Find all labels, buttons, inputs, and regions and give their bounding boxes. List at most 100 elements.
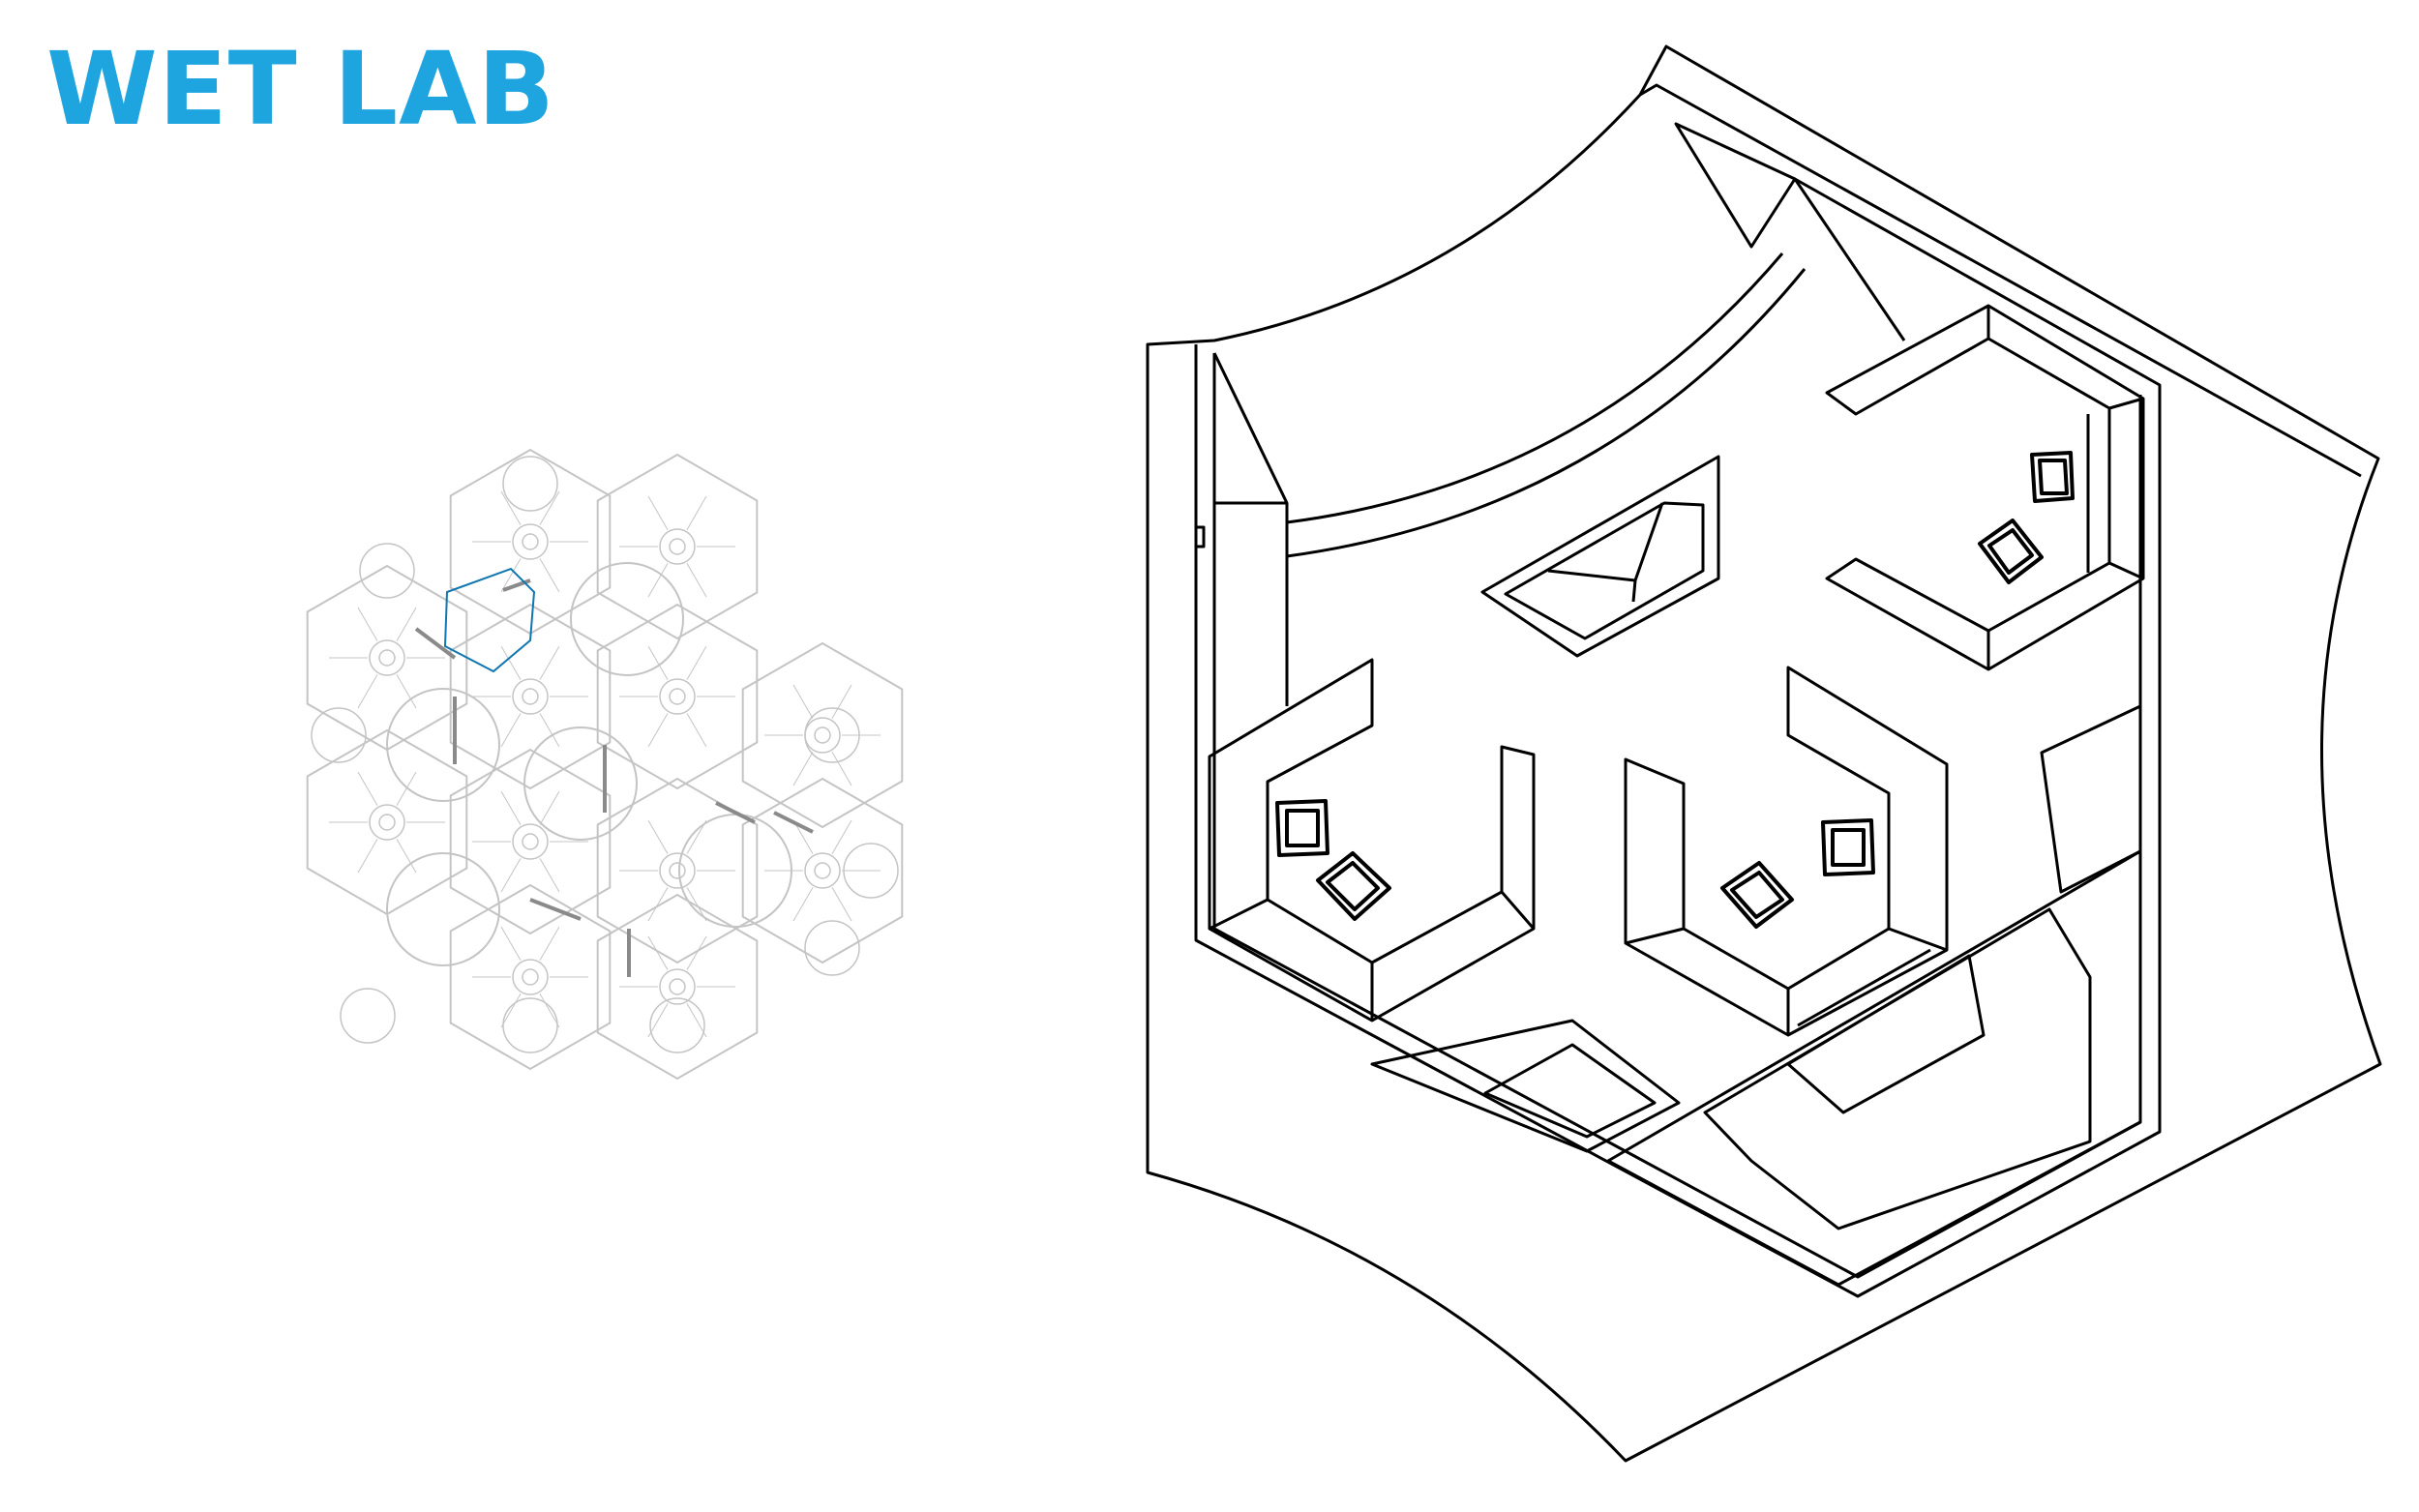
key-plan-spoke bbox=[500, 713, 522, 748]
key-plan-module-center bbox=[804, 852, 841, 889]
key-plan-wall bbox=[414, 627, 457, 660]
key-plan-modules bbox=[306, 448, 904, 1081]
key-plan-spoke bbox=[647, 645, 669, 680]
key-plan-spoke bbox=[831, 684, 852, 719]
key-plan-spoke bbox=[647, 819, 669, 854]
key-plan-spoke bbox=[792, 684, 814, 719]
key-plan-spoke bbox=[647, 887, 669, 922]
chair-5[interactable] bbox=[1720, 861, 1794, 929]
key-plan-spoke bbox=[539, 993, 560, 1028]
key-plan-lobe bbox=[502, 997, 558, 1053]
key-plan-spoke bbox=[686, 495, 707, 530]
key-plan-module bbox=[596, 603, 759, 790]
key-plan-spoke bbox=[686, 935, 707, 970]
chair-1[interactable] bbox=[2030, 451, 2075, 503]
key-plan-spoke bbox=[500, 790, 522, 825]
key-plan-spoke bbox=[357, 674, 378, 709]
key-plan-spoke bbox=[686, 819, 707, 854]
outer-shell bbox=[1146, 44, 2382, 1463]
inner-wall-inner-line bbox=[1212, 353, 2142, 1279]
key-plan-courtyard bbox=[386, 688, 500, 802]
key-plan-wall bbox=[502, 578, 531, 592]
key-plan-spoke bbox=[357, 771, 378, 806]
key-plan-module bbox=[449, 748, 612, 935]
key-plan-spoke bbox=[647, 563, 669, 598]
key-plan-spoke bbox=[396, 674, 417, 709]
outer-shell-inner-rim bbox=[1639, 83, 2362, 478]
key-plan-module bbox=[449, 603, 612, 790]
key-plan-spoke bbox=[396, 839, 417, 874]
back-curved-wall-outer bbox=[1286, 252, 1784, 524]
key-plan-module-core bbox=[522, 968, 539, 986]
key-plan-module-center bbox=[659, 678, 696, 715]
key-plan-spoke bbox=[500, 558, 522, 593]
key-plan-spoke bbox=[396, 607, 417, 641]
key-plan-module-core bbox=[814, 726, 831, 744]
key-plan-lobe bbox=[804, 707, 860, 763]
key-plan-spoke bbox=[500, 858, 522, 893]
key-plan-wall bbox=[529, 898, 582, 921]
key-plan-module-core bbox=[522, 688, 539, 705]
key-plan-spoke bbox=[686, 645, 707, 680]
key-plan-spoke bbox=[539, 790, 560, 825]
key-plan-spoke bbox=[647, 935, 669, 970]
key-plan-spoke bbox=[831, 819, 852, 854]
key-plan-module-core bbox=[669, 978, 686, 995]
key-plan-module-core bbox=[669, 862, 686, 879]
key-plan-spoke bbox=[647, 495, 669, 530]
key-plan-module-center bbox=[369, 639, 405, 676]
key-plan-spoke bbox=[539, 490, 560, 525]
chair-4[interactable] bbox=[1316, 851, 1391, 921]
central-island bbox=[1480, 455, 1720, 658]
key-plan-spoke bbox=[500, 645, 522, 680]
wet-lab-floor-plan bbox=[1146, 44, 2382, 1463]
key-plan-module-core bbox=[814, 862, 831, 879]
key-plan-spoke bbox=[357, 839, 378, 874]
inner-wall-outer-line bbox=[1194, 177, 2162, 1298]
bottom-counter bbox=[1606, 849, 2142, 1287]
chair-6[interactable] bbox=[1821, 818, 1875, 876]
key-plan-module-center bbox=[659, 528, 696, 565]
key-plan-spoke bbox=[539, 713, 560, 748]
key-plan-wall bbox=[773, 811, 814, 834]
key-plan-courtyard bbox=[523, 726, 638, 841]
key-plan-module-core bbox=[378, 649, 396, 667]
key-plan-spoke bbox=[792, 752, 814, 786]
key-plan-spoke bbox=[500, 993, 522, 1028]
key-plan-lobe bbox=[804, 920, 860, 976]
chairs bbox=[1275, 451, 2075, 929]
bottom-left-cabinet bbox=[1370, 1019, 1681, 1153]
key-plan-module-center bbox=[659, 852, 696, 889]
key-plan-module-core bbox=[522, 833, 539, 850]
wet-lab-highlight[interactable] bbox=[443, 567, 536, 673]
key-plan-wall bbox=[715, 801, 756, 824]
key-plan-module bbox=[449, 883, 612, 1071]
key-plan-spoke bbox=[686, 887, 707, 922]
key-plan-spoke bbox=[539, 645, 560, 680]
right-cabinet bbox=[2040, 704, 2142, 894]
chair-2[interactable] bbox=[1978, 519, 2044, 584]
back-curved-wall-inner bbox=[1286, 268, 1807, 558]
chair-3[interactable] bbox=[1275, 799, 1329, 857]
key-plan-spoke bbox=[686, 563, 707, 598]
key-plan-module-center bbox=[512, 959, 549, 995]
key-plan-module-center bbox=[512, 678, 549, 715]
key-plan-courtyard bbox=[386, 852, 500, 966]
key-plan-spoke bbox=[831, 887, 852, 922]
key-plan-module-center bbox=[512, 823, 549, 860]
key-plan-module-center bbox=[659, 968, 696, 1005]
key-plan-spoke bbox=[500, 490, 522, 525]
key-plan-lobe bbox=[843, 843, 899, 899]
key-plan-spoke bbox=[792, 887, 814, 922]
key-plan-spoke bbox=[357, 607, 378, 641]
key-plan-spoke bbox=[686, 713, 707, 748]
key-plan-module-center bbox=[369, 804, 405, 841]
key-plan-spoke bbox=[539, 926, 560, 961]
key-plan-lobe bbox=[311, 707, 367, 763]
key-plan-module bbox=[741, 641, 904, 829]
left-column bbox=[1212, 352, 1289, 706]
key-plan-module-center bbox=[804, 717, 841, 754]
upper-cabinet bbox=[1674, 122, 1906, 341]
key-plan-module-center bbox=[512, 523, 549, 560]
